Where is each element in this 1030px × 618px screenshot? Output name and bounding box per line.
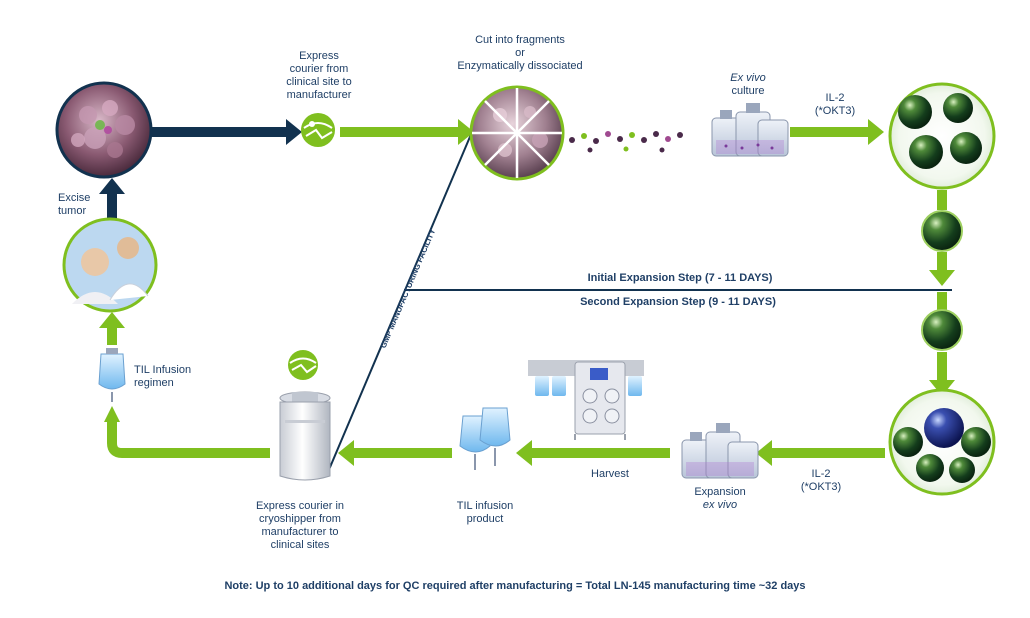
infusion-bag-icon <box>98 348 126 402</box>
label-expansion-ex-vivo: Expansion ex vivo <box>694 486 746 511</box>
arrow-bags-to-cryo <box>338 440 452 466</box>
label-cut-fragments: Cut into fragments or Enzymatically diss… <box>457 34 583 72</box>
gmp-boundary-line <box>327 131 473 473</box>
footnote: Note: Up to 10 additional days for QC re… <box>224 580 806 592</box>
arrow-cluster-to-expansion <box>756 440 885 466</box>
label-til-product: TIL infusion product <box>456 500 514 525</box>
label-til-regimen: TIL Infusion regimen <box>134 364 192 389</box>
cryoshipper-icon <box>279 391 331 481</box>
arrow-expansion-to-bags <box>516 440 670 466</box>
single-cell-1 <box>921 210 963 252</box>
label-express-courier-1: Express courier from clinical site to ma… <box>286 50 352 101</box>
arrow-cluster-down-3 <box>937 292 947 310</box>
label-second-expansion: Second Expansion Step (9 - 11 DAYS) <box>580 296 776 308</box>
arrow-flask-to-cluster <box>790 119 884 145</box>
single-cell-2 <box>921 309 963 351</box>
arrow-cluster-down-4 <box>929 352 955 396</box>
expansion-flask-icon <box>681 423 759 479</box>
courier-icon-bottom <box>288 350 318 380</box>
fragment-disk-icon <box>469 85 565 181</box>
courier-icon <box>301 113 335 147</box>
cell-cluster-icon <box>888 82 996 190</box>
label-harvest: Harvest <box>591 468 629 480</box>
culture-flask-icon <box>711 103 789 157</box>
arrow-cryo-to-regimen <box>104 406 270 458</box>
fragment-dots <box>569 131 683 153</box>
label-express-courier-2: Express courier in cryoshipper from manu… <box>255 500 345 551</box>
patient-photo-icon <box>62 217 158 313</box>
arrow-tumor-to-courier <box>148 119 302 145</box>
arrow-cluster-down-2 <box>929 252 955 286</box>
arrow-regimen-to-patient <box>99 312 125 345</box>
label-il2-top: IL-2 (*OKT3) <box>814 92 856 117</box>
arrow-cluster-down-1 <box>937 190 947 210</box>
til-product-bags-icon <box>459 407 511 470</box>
cell-cluster-large-icon <box>888 388 996 496</box>
tumor-icon <box>55 81 153 179</box>
arrow-patient-to-tumor <box>99 178 125 220</box>
label-initial-expansion: Initial Expansion Step (7 - 11 DAYS) <box>587 272 773 284</box>
harvest-machine-icon <box>528 360 644 440</box>
arrow-courier-to-disk <box>340 119 474 145</box>
label-ex-vivo-culture: Ex vivo culture <box>730 72 766 97</box>
label-il2-bottom: IL-2 (*OKT3) <box>800 468 842 493</box>
label-excise-tumor: Excise tumor <box>58 192 91 217</box>
